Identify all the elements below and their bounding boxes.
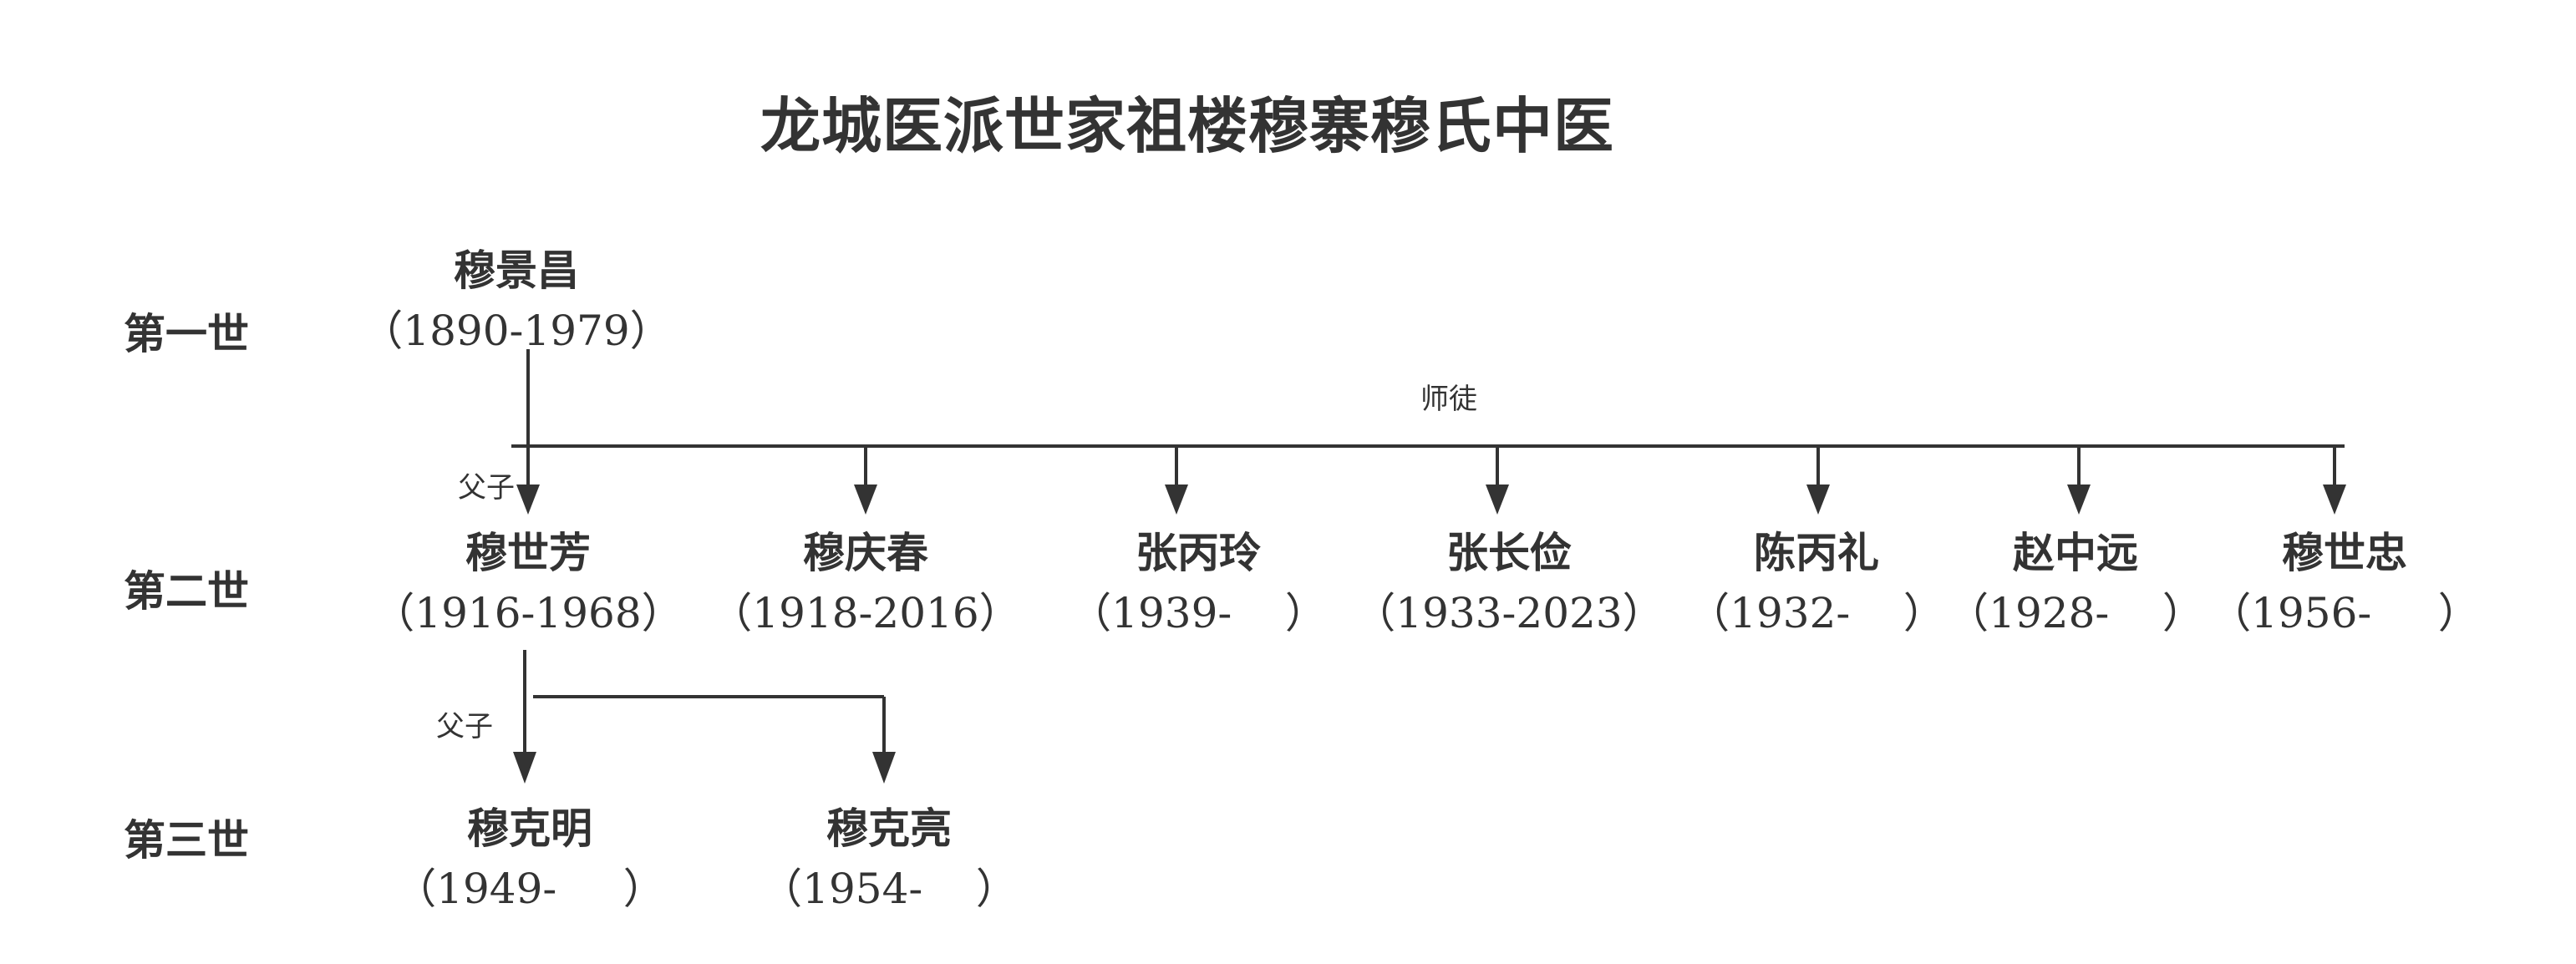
arrow-to-mu-keliang — [872, 752, 896, 784]
person-years: （1954- ） — [760, 865, 1018, 913]
person-years: （1933-2023） — [1354, 589, 1664, 637]
arrow-to-zhang-bingling — [1165, 446, 1188, 515]
person-name: 张丙玲 — [1136, 528, 1261, 577]
person-years: （1928- ） — [1947, 589, 2204, 637]
person-name: 赵中远 — [2013, 528, 2138, 577]
generation-label-1: 第一世 — [124, 309, 249, 358]
relation-label-father-son-2: 父子 — [436, 710, 493, 743]
person-name: 穆景昌 — [454, 246, 579, 295]
arrow-to-zhang-changjian — [1486, 446, 1509, 515]
person-name: 穆庆春 — [803, 528, 928, 577]
person-years: （1918-2016） — [710, 589, 1021, 637]
person-name: 张长俭 — [1446, 528, 1572, 577]
person-name: 穆克明 — [467, 804, 592, 853]
generation-label-3: 第三世 — [124, 815, 249, 865]
generation-label-2: 第二世 — [124, 566, 249, 616]
person-years: （1932- ） — [1688, 589, 1945, 637]
arrow-to-mu-qingchun — [854, 446, 877, 515]
arrow-to-zhao-zhongyuan — [2067, 446, 2091, 515]
person-years: （1890-1979） — [361, 307, 672, 355]
arrow-to-mu-shizhong — [2323, 446, 2346, 515]
person-name: 陈丙礼 — [1754, 528, 1879, 577]
person-years: （1916-1968） — [373, 589, 683, 637]
arrow-to-mu-keming — [513, 752, 536, 784]
arrow-to-chen-bingli — [1806, 446, 1830, 515]
person-years: （1949- ） — [394, 865, 665, 913]
person-years: （1956- ） — [2209, 589, 2480, 637]
person-name: 穆世忠 — [2282, 528, 2407, 577]
person-years: （1939- ） — [1070, 589, 1327, 637]
person-name: 穆世芳 — [465, 528, 591, 577]
relation-label-master-apprentice: 师徒 — [1420, 383, 1477, 416]
person-name: 穆克亮 — [826, 804, 952, 853]
arrow-to-mu-shifang — [516, 446, 540, 515]
diagram-title: 龙城医派世家祖楼穆寨穆氏中医 — [760, 90, 1615, 161]
relation-label-father-son-1: 父子 — [458, 471, 515, 505]
